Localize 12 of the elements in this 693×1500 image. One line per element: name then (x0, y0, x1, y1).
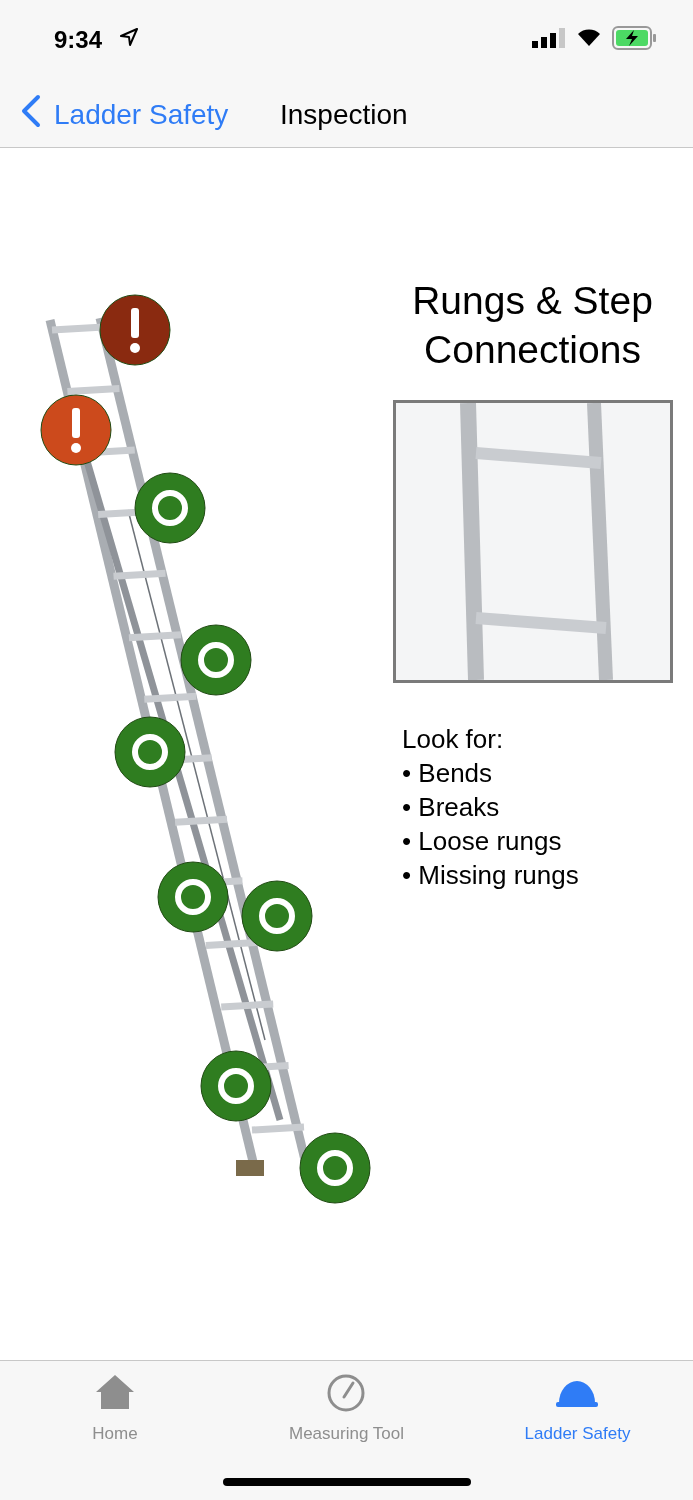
list-item: • Loose rungs (402, 825, 563, 858)
list-heading: Look for: (402, 723, 505, 756)
section-heading: Rungs & Step Connections (411, 278, 654, 373)
list-item: • Breaks (402, 791, 501, 824)
tab-label: Measuring Tool (288, 1423, 405, 1445)
tab-label: Ladder Safety (523, 1423, 632, 1445)
back-link: Ladder Safety (54, 98, 229, 132)
tab-label: Home (91, 1423, 139, 1445)
list-item: • Missing rungs (402, 859, 579, 892)
list-item: • Bends (402, 757, 494, 790)
status-time: 9:34 (54, 25, 103, 55)
screen-title: Inspection (280, 98, 408, 132)
